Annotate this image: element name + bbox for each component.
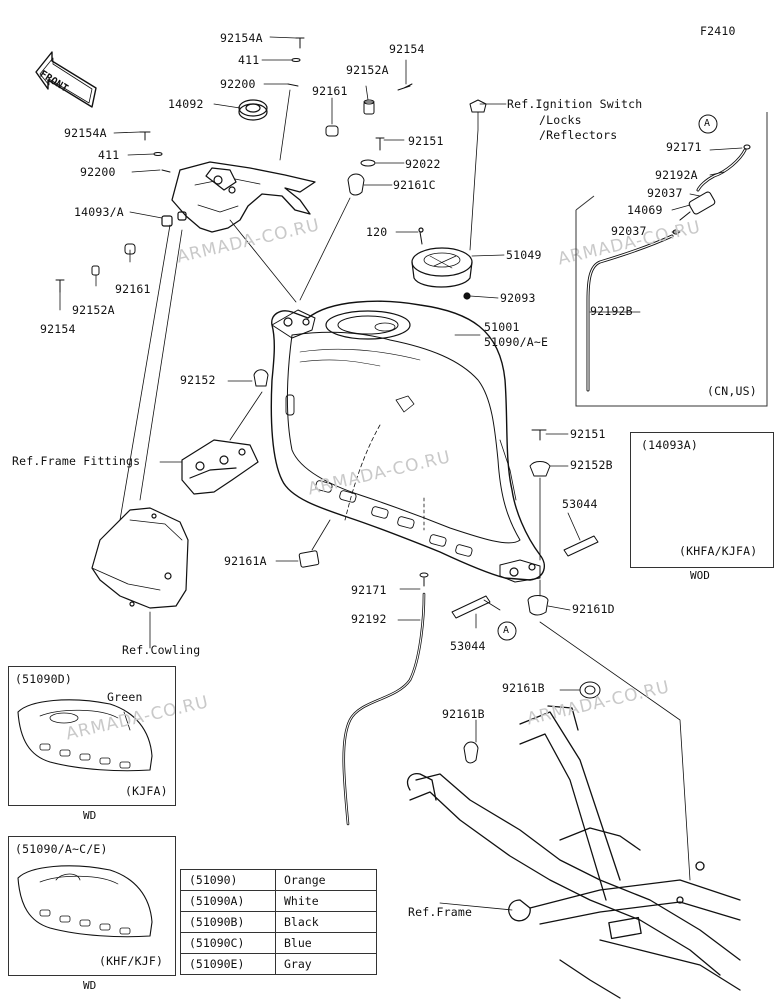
part-label-92161: 92161: [312, 84, 348, 98]
part-label-411: 411: [238, 53, 260, 67]
ref-a-circle-label: A: [704, 118, 711, 129]
part-label-92200: 92200: [220, 77, 256, 91]
color-table-row: (51090B)Black: [180, 911, 377, 933]
ref-a-marker-tank: [497, 621, 517, 641]
color-table-row: (51090C)Blue: [180, 932, 377, 954]
part-label-92152: 92152: [180, 373, 216, 387]
part-label-92161: 92161: [115, 282, 151, 296]
figure-code: F2410: [700, 24, 736, 38]
color-name-cell: Black: [275, 911, 377, 933]
color-code-cell: (51090E): [180, 953, 276, 975]
part-label-92161B: 92161B: [442, 707, 485, 721]
fuel-cap-drawing: [411, 227, 473, 300]
part-label-53044: 53044: [562, 497, 598, 511]
leader-lines: [59, 36, 743, 911]
part-label-411: 411: [98, 148, 120, 162]
fasteners-drawing: [55, 37, 601, 764]
color-name-cell: Orange: [275, 869, 377, 891]
inset-caption: WOD: [690, 569, 710, 582]
color-table-row: (51090)Orange: [180, 869, 377, 891]
inset-caption: WD: [83, 809, 97, 822]
rubber-ring-drawing: [238, 99, 268, 121]
part-label-14069: 14069: [627, 203, 663, 217]
cowling-drawing: [91, 507, 189, 609]
color-table-row: (51090A)White: [180, 890, 377, 912]
part-label-92022: 92022: [405, 157, 441, 171]
color-name-cell: White: [275, 890, 377, 912]
color-code-cell: (51090C): [180, 932, 276, 954]
frame-drawing: [406, 705, 741, 999]
drain-hose-drawing: [342, 592, 426, 826]
ref-locks-label: /Locks: [539, 113, 582, 127]
inset-caption: WD: [83, 979, 97, 992]
part-label-92037: 92037: [611, 224, 647, 238]
part-label-51090: 51090/A~E: [484, 335, 549, 349]
part-label-92093: 92093: [500, 291, 536, 305]
inset-models: (KJFA): [125, 784, 168, 798]
color-code-cell: (51090A): [180, 890, 276, 912]
inset-tank-d-drawing: [17, 699, 153, 772]
inset-box-14093A: (14093A) (KHFA/KJFA): [630, 432, 774, 568]
part-label-92151: 92151: [570, 427, 606, 441]
part-label-92154A: 92154A: [64, 126, 107, 140]
part-label-92171: 92171: [666, 140, 702, 154]
ref-frame-label: Ref.Frame: [408, 905, 473, 919]
part-label-92154: 92154: [40, 322, 76, 336]
inset-title: (51090D): [15, 672, 72, 686]
part-label-92154: 92154: [389, 42, 425, 56]
inset-box-51090ACE: (51090/A~C/E) (KHF/KJF): [8, 836, 176, 976]
part-label-51049: 51049: [506, 248, 542, 262]
part-label-92152A: 92152A: [346, 63, 389, 77]
color-code-cell: (51090B): [180, 911, 276, 933]
part-label-92161C: 92161C: [393, 178, 436, 192]
rubber-pins-drawing: [451, 535, 599, 619]
inset-title: (51090/A~C/E): [15, 842, 108, 856]
part-label-92192B: 92192B: [590, 304, 633, 318]
part-label-92200: 92200: [80, 165, 116, 179]
part-label-120: 120: [366, 225, 388, 239]
tank-cover-drawing: [161, 161, 316, 233]
part-label-92161B: 92161B: [502, 681, 545, 695]
evap-bracket-box: (CN,US): [574, 110, 769, 408]
frame-fittings-drawing: [181, 439, 259, 495]
ref-a-marker-evap: [698, 114, 718, 134]
color-name-cell: Gray: [275, 953, 377, 975]
part-label-53044: 53044: [450, 639, 486, 653]
part-label-92161A: 92161A: [224, 554, 267, 568]
ref-a-circle-label: A: [503, 625, 510, 636]
part-label-92154A: 92154A: [220, 31, 263, 45]
inset-box-51090D: (51090D) Green (KJFA): [8, 666, 176, 806]
part-label-92152B: 92152B: [570, 458, 613, 472]
part-label-92171: 92171: [351, 583, 387, 597]
color-table-row: (51090E)Gray: [180, 953, 377, 975]
front-arrow-icon: [35, 51, 97, 108]
color-code-table: (51090)Orange(51090A)White(51090B)Black(…: [180, 869, 377, 975]
inset-models: (KHF/KJF): [99, 954, 164, 968]
part-label-92192A: 92192A: [655, 168, 698, 182]
part-label-92161D: 92161D: [572, 602, 615, 616]
ref-reflectors-label: /Reflectors: [539, 128, 618, 142]
part-label-92151: 92151: [408, 134, 444, 148]
color-name-cell: Blue: [275, 932, 377, 954]
part-label-14092: 14092: [168, 97, 204, 111]
evap-bracket-outline: [575, 112, 768, 407]
ref-cowling-label: Ref.Cowling: [122, 643, 201, 657]
inset-tank-ace-drawing: [17, 865, 153, 938]
part-label-92152A: 92152A: [72, 303, 115, 317]
color-code-cell: (51090): [180, 869, 276, 891]
part-label-14093A: 14093/A: [74, 205, 124, 219]
part-label-51001: 51001: [484, 320, 520, 334]
green-color-label: Green: [107, 690, 143, 704]
fuel-tank-drawing: [270, 300, 546, 583]
part-label-92037: 92037: [647, 186, 683, 200]
inset-models: (KHFA/KJFA): [679, 544, 758, 558]
ref-frame-fittings-label: Ref.Frame Fittings: [12, 454, 141, 468]
ref-ignition-switch-label: Ref.Ignition Switch: [507, 97, 643, 111]
part-label-92192: 92192: [351, 612, 387, 626]
inset-title: (14093A): [641, 438, 698, 452]
evap-market-label: (CN,US): [707, 384, 757, 398]
